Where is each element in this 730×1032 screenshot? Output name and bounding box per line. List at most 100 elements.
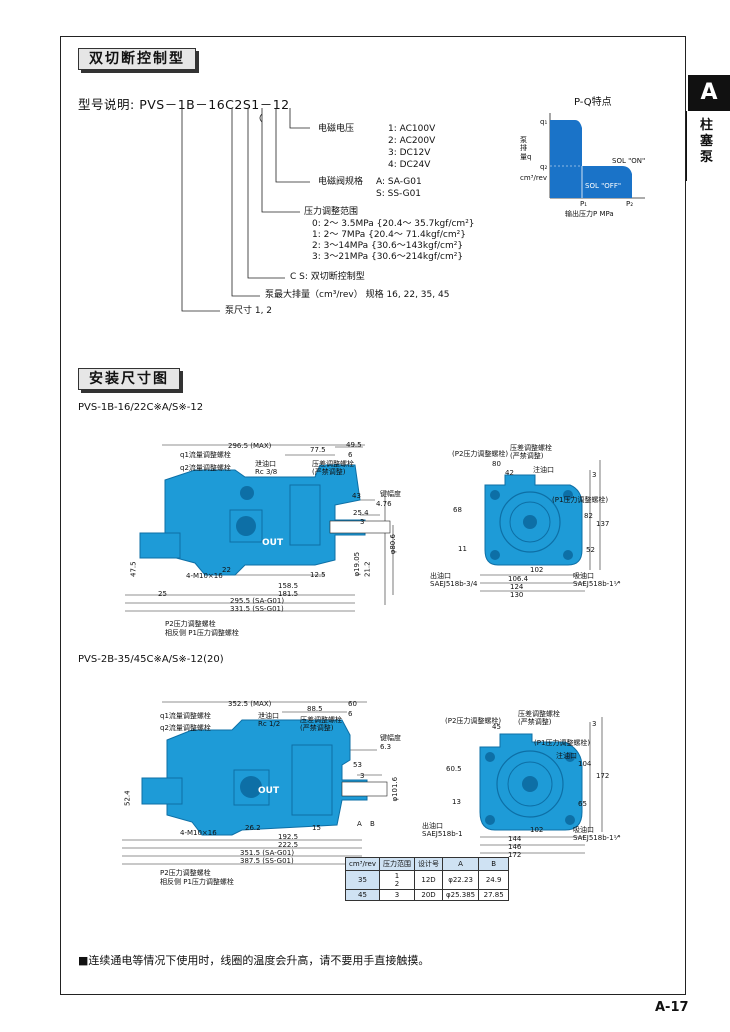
table-cell: 27.85 bbox=[478, 889, 510, 901]
model-code-line: 型号说明: PVS－1B－16C2S1－12 bbox=[78, 94, 290, 113]
pvs1-press-bolt-label: 压差调整螺栓 (严禁调整) bbox=[312, 460, 354, 477]
key-spec-table: cm³/rev 压力范围 设计号 A B 35 1 2 12D φ22.23 2… bbox=[344, 857, 510, 901]
pvs1-dim-1585: 158.5 bbox=[278, 582, 299, 590]
pvs2-dim-53: 53 bbox=[353, 761, 362, 769]
pvs1-dim-77: 77.5 bbox=[310, 446, 326, 454]
section-tab-letter: A bbox=[688, 75, 730, 111]
pvs2-dim-60: 60 bbox=[348, 700, 357, 708]
section-title-double-cutoff: 双切断控制型 bbox=[78, 48, 196, 70]
pvs1-dim-43: 43 bbox=[352, 492, 361, 500]
pvs2-side-drawing bbox=[479, 717, 603, 854]
table-header: 设计号 bbox=[414, 857, 444, 871]
pvs2-dim-h: 52.4 bbox=[123, 790, 132, 806]
pressure-item: 3: 3～21MPa {30.6～214kgf/cm²} bbox=[312, 252, 464, 262]
table-cell: 45 bbox=[344, 889, 381, 901]
pvs1-drain-label: 泄油口 Rc 3/8 bbox=[255, 460, 278, 477]
pvs2-bolt-label: 4-M10×16 bbox=[180, 829, 217, 837]
pvs1-side-outlet: 出油口 SAEJ518b-3/4 bbox=[430, 572, 478, 589]
pressure-item: 2: 3～14MPa {30.6～143kgf/cm²} bbox=[312, 241, 464, 251]
pvs2-side-inlet: 注油口 bbox=[556, 752, 577, 760]
pvs1-dim-max: 296.5 (MAX) bbox=[228, 442, 272, 450]
table-cell: 3 bbox=[379, 889, 416, 901]
pvs2-side-146: 146 bbox=[508, 843, 522, 851]
pvs1-model-label: PVS-1B-16/22C※A/S※-12 bbox=[78, 402, 204, 413]
pvs2-front-drawing bbox=[122, 701, 388, 865]
pvs1-side-68: 68 bbox=[453, 506, 462, 514]
pvs1-p1-bolt: 相反侧 P1压力调整螺栓 bbox=[165, 629, 239, 637]
pvs1-side-82: 82 bbox=[584, 512, 593, 520]
pvs2-dim-1925: 192.5 bbox=[278, 833, 299, 841]
pvs2-side-144: 144 bbox=[508, 835, 522, 843]
pressure-range-title: 压力调整范围 bbox=[304, 207, 359, 217]
pvs2-q2-label: q2流量调整螺栓 bbox=[160, 724, 211, 732]
pvs2-dim-3: 3 bbox=[360, 772, 365, 780]
pvs2-p1-bolt: 相反侧 P1压力调整螺栓 bbox=[160, 878, 234, 886]
pvs1-q2-label: q2流量调整螺栓 bbox=[180, 464, 231, 472]
pvs2-p2-bolt: P2压力调整螺栓 bbox=[160, 869, 211, 877]
voltage-item: 3: DC12V bbox=[388, 148, 431, 158]
pvs1-front-drawing bbox=[125, 444, 394, 612]
pvs1-side-p2: (P2压力调整螺栓) bbox=[452, 450, 509, 458]
pvs1-side-102: 102 bbox=[530, 566, 544, 574]
table-header-row: cm³/rev 压力范围 设计号 A B bbox=[344, 857, 510, 871]
pvs1-side-1064: 106.4 bbox=[508, 575, 529, 583]
pq-p1: P₁ bbox=[580, 200, 588, 208]
table-cell: 1 2 bbox=[379, 870, 416, 890]
pvs1-side-52: 52 bbox=[586, 546, 595, 554]
table-cell: φ22.23 bbox=[442, 870, 480, 890]
pvs2-dim-63: 6.3 bbox=[380, 743, 392, 751]
pressure-item: 0: 2～ 3.5MPa {20.4～ 35.7kgf/cm²} bbox=[312, 219, 475, 229]
pq-title: P-Q特点 bbox=[574, 97, 612, 108]
control-type: C S: 双切断控制型 bbox=[290, 272, 365, 282]
pressure-item: 1: 2～ 7MPa {20.4～ 71.4kgf/cm²} bbox=[312, 230, 466, 240]
pvs2-q1-label: q1流量调整螺栓 bbox=[160, 712, 211, 720]
pvs2-press-bolt-label: 压差调整螺栓 (严禁调整) bbox=[300, 716, 342, 733]
model-code: PVS－1B－16C2S1－12 bbox=[139, 97, 290, 112]
pvs1-bolt-label: 4-M10×16 bbox=[186, 572, 223, 580]
pvs2-side-suction: 吸油口 SAEJ518b-1¹⁄⁴ bbox=[573, 826, 621, 843]
pvs1-side-137: 137 bbox=[596, 520, 610, 528]
pvs2-side-65: 65 bbox=[578, 800, 587, 808]
pvs2-model-label: PVS-2B-35/45C※A/S※-12(20) bbox=[78, 654, 224, 665]
table-cell: 24.9 bbox=[478, 870, 510, 890]
pvs2-side-172h: 172 bbox=[508, 851, 522, 859]
pvs1-dim-3: 3 bbox=[360, 518, 365, 526]
pvs2-out-label: OUT bbox=[258, 786, 280, 796]
pvs1-dim-phi80: φ80.6 bbox=[388, 534, 397, 555]
pvs2-dim-2225: 222.5 bbox=[278, 841, 299, 849]
pvs1-side-130: 130 bbox=[510, 591, 524, 599]
pvs2-dim-15: 15 bbox=[312, 824, 321, 832]
page-number: A-17 bbox=[655, 1000, 689, 1015]
pq-sol-on: SOL "ON" bbox=[612, 157, 646, 165]
pvs1-side-inlet: 注油口 bbox=[533, 466, 554, 474]
pq-ylabel: 泵排量q bbox=[520, 136, 532, 161]
pvs2-side-13: 13 bbox=[452, 798, 461, 806]
pq-sol-off: SOL "OFF" bbox=[585, 182, 622, 190]
pq-area bbox=[550, 120, 632, 198]
pump-size: 泵尺寸 1, 2 bbox=[225, 306, 273, 316]
pvs1-dim-212: 21.2 bbox=[363, 561, 372, 577]
table-row: 45 3 20D φ25.385 27.85 bbox=[344, 889, 510, 901]
table-cell: 20D bbox=[414, 889, 444, 901]
pvs1-dim-6: 6 bbox=[348, 451, 353, 459]
valve-spec-title: 电磁阀规格 bbox=[318, 177, 364, 187]
voltage-item: 4: DC24V bbox=[388, 160, 431, 170]
pvs1-side-p1: (P1压力调整螺栓) bbox=[552, 496, 609, 504]
pvs2-side-605: 60.5 bbox=[446, 765, 462, 773]
pvs1-side-3: 3 bbox=[592, 471, 597, 479]
pvs1-side-11: 11 bbox=[458, 545, 467, 553]
pvs1-dim-476: 4.76 bbox=[376, 500, 392, 508]
pvs2-dim-b: B bbox=[370, 820, 375, 828]
pvs2-dim-a: A bbox=[357, 820, 362, 828]
tab-divider bbox=[686, 111, 687, 181]
voltage-item: 1: AC100V bbox=[388, 124, 436, 134]
pvs1-dim-2955: 295.5 (SA-G01) bbox=[230, 597, 285, 605]
model-label: 型号说明: bbox=[78, 97, 135, 112]
pvs2-dim-6: 6 bbox=[348, 710, 353, 718]
table-cell: φ25.385 bbox=[442, 889, 480, 901]
pvs2-dim-phi101: φ101.6 bbox=[391, 776, 400, 802]
pvs1-dim-49: 49.5 bbox=[346, 441, 362, 449]
pvs2-dim-3515: 351.5 (SA-G01) bbox=[240, 849, 295, 857]
pvs2-side-press: 压差调整螺栓 (严禁调整) bbox=[518, 710, 560, 727]
